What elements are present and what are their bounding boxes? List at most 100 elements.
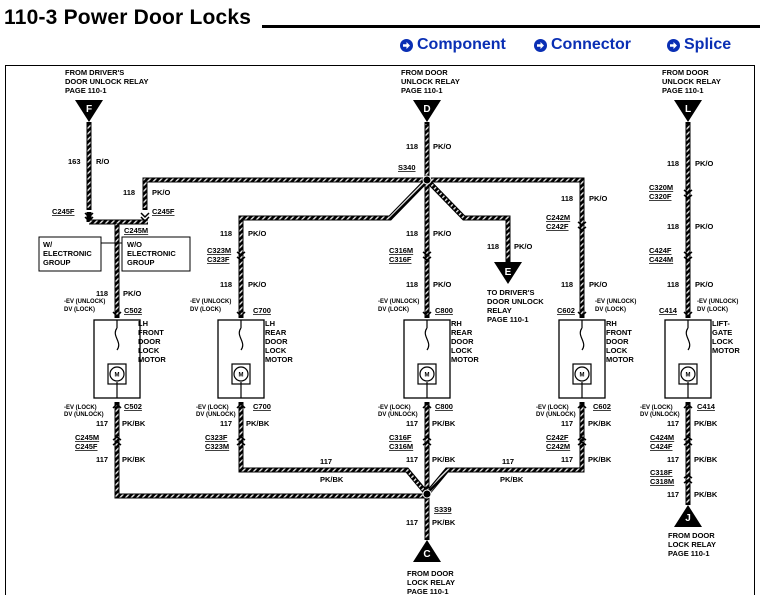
splice-s339-label: S339 xyxy=(434,505,452,514)
connector-c245-bottom-mark xyxy=(112,436,122,446)
blue-arrow-circle-icon xyxy=(667,38,680,52)
source-J-caption: FROM DOOR xyxy=(668,531,715,540)
pin-label: -EV (LOCK) xyxy=(378,405,411,411)
rh-front-motor-label: FRONT xyxy=(606,328,632,337)
source-F-caption: PAGE 110-1 xyxy=(65,86,107,95)
legend-component-link[interactable]: Component xyxy=(400,36,506,54)
connector-c320m-label: C320M xyxy=(649,183,673,192)
connector-c245f-right-mark xyxy=(140,212,150,223)
source-id-E: E xyxy=(505,267,512,278)
connector-c800-label: C800 xyxy=(435,306,453,315)
source-C-caption: LOCK RELAY xyxy=(407,578,455,587)
option-with-electronic-label: ELECTRONIC xyxy=(43,249,92,258)
rh-rear-motor-label: MOTOR xyxy=(451,355,479,364)
wire-number: 117 xyxy=(406,518,418,527)
pin-label: DV (LOCK) xyxy=(64,307,95,313)
wire-number: 117 xyxy=(96,419,108,428)
connector-c316m-label: C316M xyxy=(389,246,413,255)
wire-color: PK/BK xyxy=(694,455,718,464)
source-D-caption: UNLOCK RELAY xyxy=(401,77,460,86)
page-title: 110-3 Power Door Locks xyxy=(4,6,252,29)
connector-c242f-label: C242F xyxy=(546,222,569,231)
connector-c424m-label: C424M xyxy=(650,433,674,442)
connector-c800-label: C800 xyxy=(435,402,453,411)
pin-label: -EV (UNLOCK) xyxy=(190,299,231,305)
wire-number: 117 xyxy=(320,457,332,466)
lh-rear-motor-label: DOOR xyxy=(265,337,288,346)
connector-c245f-label: C245F xyxy=(75,442,98,451)
connector-c242m-label: C242M xyxy=(546,213,570,222)
pin-label: DV (UNLOCK) xyxy=(378,412,418,418)
lh-front-motor-label: LH xyxy=(138,319,148,328)
connector-c700-label: C700 xyxy=(253,402,271,411)
motor-symbol: M xyxy=(425,373,430,379)
connector-c245f-label: C245F xyxy=(52,207,75,216)
wire-color: R/O xyxy=(96,157,110,166)
liftgate-motor-label: LIFT- xyxy=(712,319,730,328)
liftgate-motor-label: GATE xyxy=(712,328,732,337)
source-E-caption: RELAY xyxy=(487,306,512,315)
wire-color: PK/O xyxy=(589,194,608,203)
wire-number: 118 xyxy=(406,280,418,289)
source-F-caption: DOOR UNLOCK RELAY xyxy=(65,77,148,86)
wire-color: PK/O xyxy=(433,280,452,289)
source-C-caption: PAGE 110-1 xyxy=(407,587,449,596)
wire-number: 118 xyxy=(123,188,135,197)
wire-color: PK/BK xyxy=(320,475,344,484)
connector-c323-mark xyxy=(236,251,246,261)
source-C-caption: FROM DOOR xyxy=(407,569,454,578)
connector-c245m-label: C245M xyxy=(124,226,148,235)
source-D-caption: PAGE 110-1 xyxy=(401,86,443,95)
source-id-C: C xyxy=(423,549,430,560)
connector-c602-label: C602 xyxy=(593,402,611,411)
wire-number: 117 xyxy=(96,455,108,464)
motor-labels: LH FRONT DOOR LOCK MOTOR LH REAR DOOR LO… xyxy=(138,319,740,364)
source-J-caption: PAGE 110-1 xyxy=(668,549,710,558)
pin-label: DV (LOCK) xyxy=(378,307,409,313)
rh-front-motor-label: DOOR xyxy=(606,337,629,346)
pin-label: DV (UNLOCK) xyxy=(196,412,236,418)
connector-c424m-label: C424M xyxy=(649,255,673,264)
connector-c323-bottom-mark xyxy=(236,436,246,446)
wire-color: PK/O xyxy=(589,280,608,289)
wire-color: PK/O xyxy=(695,280,714,289)
wire-color: PK/O xyxy=(248,229,267,238)
legend-splice-link[interactable]: Splice xyxy=(667,36,731,54)
wire-number: 117 xyxy=(406,419,418,428)
wire-color: PK/BK xyxy=(500,475,524,484)
wire-color: PK/O xyxy=(433,142,452,151)
connector-c242-bottom-mark xyxy=(577,436,587,446)
wire-color: PK/BK xyxy=(588,455,612,464)
lh-rear-motor-label: MOTOR xyxy=(265,355,293,364)
connector-c414-label: C414 xyxy=(659,306,678,315)
connector-c318m-label: C318M xyxy=(650,477,674,486)
connector-c318-mark xyxy=(683,474,693,484)
source-J-caption: LOCK RELAY xyxy=(668,540,716,549)
pin-label: -EV (UNLOCK) xyxy=(697,299,738,305)
wire-number: 117 xyxy=(502,457,514,466)
connector-c502-label: C502 xyxy=(124,306,142,315)
wire-number: 118 xyxy=(667,222,679,231)
connector-c424f-label: C424F xyxy=(649,246,672,255)
title-rule xyxy=(262,25,760,28)
pin-label: -EV (UNLOCK) xyxy=(378,299,419,305)
rh-front-motor-label: RH xyxy=(606,319,617,328)
lh-front-motor-label: DOOR xyxy=(138,337,161,346)
splice-s339-dot xyxy=(422,489,432,499)
motor-internals xyxy=(107,320,698,398)
rh-rear-motor-label: LOCK xyxy=(451,346,473,355)
wire-number: 117 xyxy=(667,419,679,428)
option-with-electronic-label: GROUP xyxy=(43,258,71,267)
liftgate-motor-label: LOCK xyxy=(712,337,734,346)
motor-symbol: M xyxy=(580,373,585,379)
legend-connector-label: Connector xyxy=(551,36,631,53)
pin-label: DV (LOCK) xyxy=(697,307,728,313)
source-id-J: J xyxy=(685,513,691,524)
legend-connector-link[interactable]: Connector xyxy=(534,36,631,54)
connector-c602-label: C602 xyxy=(557,306,575,315)
source-L-caption: UNLOCK RELAY xyxy=(662,77,721,86)
connector-labels: C245F C245F C245M C323M C323F C316M C316… xyxy=(52,183,716,486)
connector-c502-label: C502 xyxy=(124,402,142,411)
source-id-L: L xyxy=(685,104,691,115)
connector-c320f-label: C320F xyxy=(649,192,672,201)
